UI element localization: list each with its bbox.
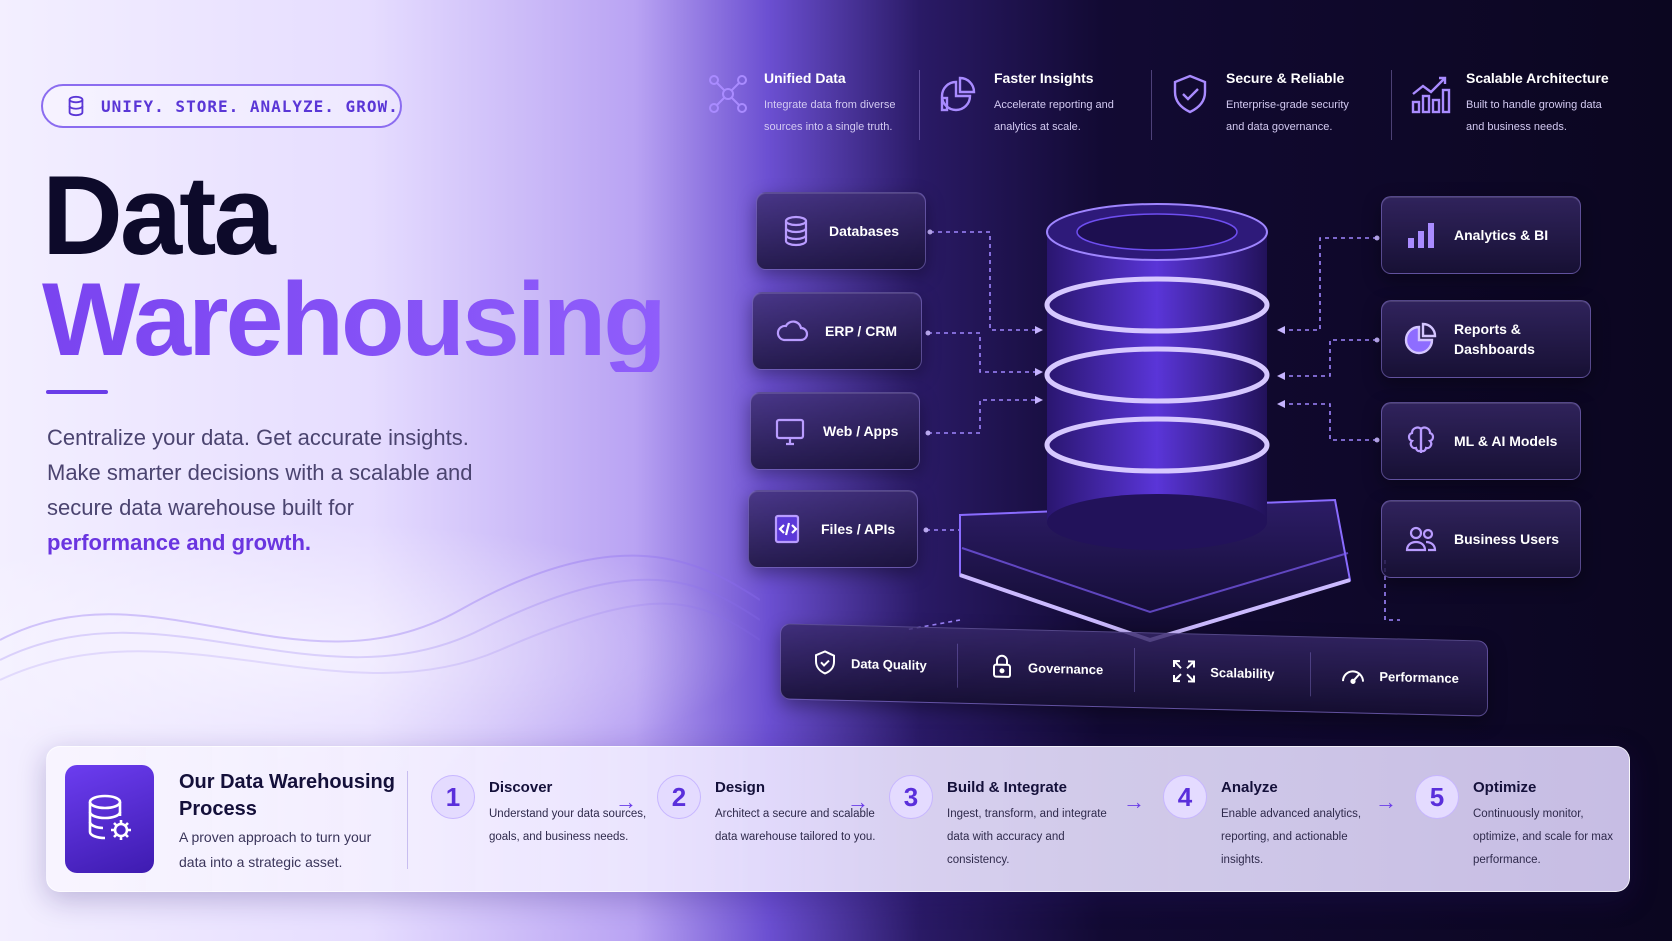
- step-number: 5: [1415, 775, 1459, 819]
- step-desc: Enable advanced analytics, reporting, an…: [1221, 808, 1362, 866]
- step-title: Build & Integrate: [947, 779, 1068, 796]
- source-files-apis: Files / APIs: [748, 490, 918, 568]
- pillar-scalability: Scalability: [1134, 648, 1312, 697]
- source-label: ERP / CRM: [825, 323, 898, 339]
- step-title: Discover: [489, 779, 553, 796]
- process-subtitle: A proven approach to turn your data into…: [179, 829, 372, 870]
- page-title-line1: Data: [42, 153, 276, 278]
- source-label: Web / Apps: [823, 423, 899, 439]
- pillar-label: Data Quality: [850, 655, 927, 673]
- title-divider: [46, 390, 108, 394]
- step-number: 2: [657, 775, 701, 819]
- destination-label: Reports & Dashboards: [1454, 321, 1535, 357]
- pillar-governance: Governance: [957, 643, 1135, 693]
- tagline-text: UNIFY. STORE. ANALYZE. GROW.: [101, 96, 399, 116]
- step-desc: Understand your data sources, goals, and…: [489, 808, 647, 843]
- destination-reports-dashboards: Reports & Dashboards: [1381, 300, 1591, 378]
- step-number: 1: [431, 775, 475, 819]
- database-gear-icon: [88, 794, 131, 840]
- source-label: Files / APIs: [821, 521, 896, 537]
- process-title: Our Data Warehousing Process: [179, 771, 395, 820]
- brain-icon: [1407, 426, 1435, 453]
- destination-label: ML & AI Models: [1454, 433, 1558, 449]
- arrow-right-icon: →: [615, 789, 637, 814]
- connector-lines: [904, 231, 1400, 631]
- process-panel: Our Data Warehousing Process A proven ap…: [46, 746, 1630, 892]
- pillar-performance: Performance: [1311, 652, 1487, 700]
- gauge-icon: [1342, 670, 1365, 684]
- feature-desc: Built to handle growing data and busines…: [1466, 99, 1602, 133]
- database-icon: [784, 215, 808, 247]
- arrow-right-icon: →: [847, 789, 869, 814]
- pillar-label: Governance: [1028, 659, 1104, 677]
- description-text: Centralize your data. Get accurate insig…: [47, 425, 473, 520]
- feature-desc: Enterprise-grade security and data gover…: [1226, 99, 1349, 133]
- warehouse-base: [959, 498, 1352, 643]
- arrow-right-icon: →: [1375, 789, 1397, 814]
- pillar-label: Scalability: [1210, 664, 1275, 681]
- shield-icon: [814, 650, 835, 675]
- users-icon: [1405, 526, 1437, 552]
- pillar-data-quality: Data Quality: [781, 639, 958, 688]
- lock-icon: [993, 654, 1012, 678]
- feature-desc: Accelerate reporting and analytics at sc…: [994, 99, 1114, 133]
- pillars-bar: Data Quality Governance Scalability Perf…: [780, 623, 1488, 717]
- feature-title: Faster Insights: [994, 70, 1094, 86]
- step-number: 3: [889, 775, 933, 819]
- step-title: Analyze: [1221, 779, 1278, 796]
- tagline-pill: UNIFY. STORE. ANALYZE. GROW.: [41, 84, 402, 128]
- expand-icon: [1173, 659, 1196, 683]
- monitor-icon: [775, 418, 805, 446]
- arrow-right-icon: →: [1123, 789, 1145, 814]
- hero-description: Centralize your data. Get accurate insig…: [47, 420, 507, 560]
- process-divider: [407, 771, 408, 869]
- code-file-icon: [774, 514, 800, 544]
- cloud-icon: [776, 320, 809, 342]
- step-desc: Architect a secure and scalable data war…: [715, 808, 876, 843]
- feature-title: Unified Data: [764, 70, 846, 86]
- connector-arrowheads: [923, 229, 1380, 533]
- pillar-label: Performance: [1379, 668, 1459, 686]
- process-icon-tile: [65, 765, 154, 873]
- destination-ml-ai-models: ML & AI Models: [1381, 402, 1581, 480]
- chart-pie-icon: [940, 76, 976, 112]
- warehouse-cylinder: [1044, 203, 1270, 550]
- step-title: Design: [715, 779, 766, 796]
- destination-label: Analytics & BI: [1454, 227, 1549, 243]
- page-title-line2: Warehousing: [42, 262, 667, 378]
- feature-desc: Integrate data from diverse sources into…: [764, 99, 896, 133]
- step-number: 4: [1163, 775, 1207, 819]
- database-icon: [68, 95, 84, 117]
- source-databases: Databases: [756, 192, 926, 270]
- pie-chart-icon: [1404, 322, 1437, 355]
- source-erp-crm: ERP / CRM: [752, 292, 922, 370]
- feature-title: Scalable Architecture: [1466, 70, 1609, 86]
- source-label: Databases: [829, 223, 900, 239]
- step-desc: Continuously monitor, optimize, and scal…: [1473, 808, 1613, 866]
- destination-label: Business Users: [1454, 531, 1560, 547]
- step-title: Optimize: [1473, 779, 1537, 796]
- growth-chart-icon: [1411, 76, 1451, 114]
- network-icon: [709, 75, 747, 113]
- destination-analytics-bi: Analytics & BI: [1381, 196, 1581, 274]
- source-web-apps: Web / Apps: [750, 392, 920, 470]
- step-desc: Ingest, transform, and integrate data wi…: [947, 808, 1107, 866]
- description-accent: performance and growth.: [47, 530, 312, 555]
- shield-check-icon: [1173, 74, 1207, 114]
- destination-business-users: Business Users: [1381, 500, 1581, 578]
- feature-title: Secure & Reliable: [1226, 70, 1345, 86]
- bar-chart-icon: [1408, 223, 1434, 248]
